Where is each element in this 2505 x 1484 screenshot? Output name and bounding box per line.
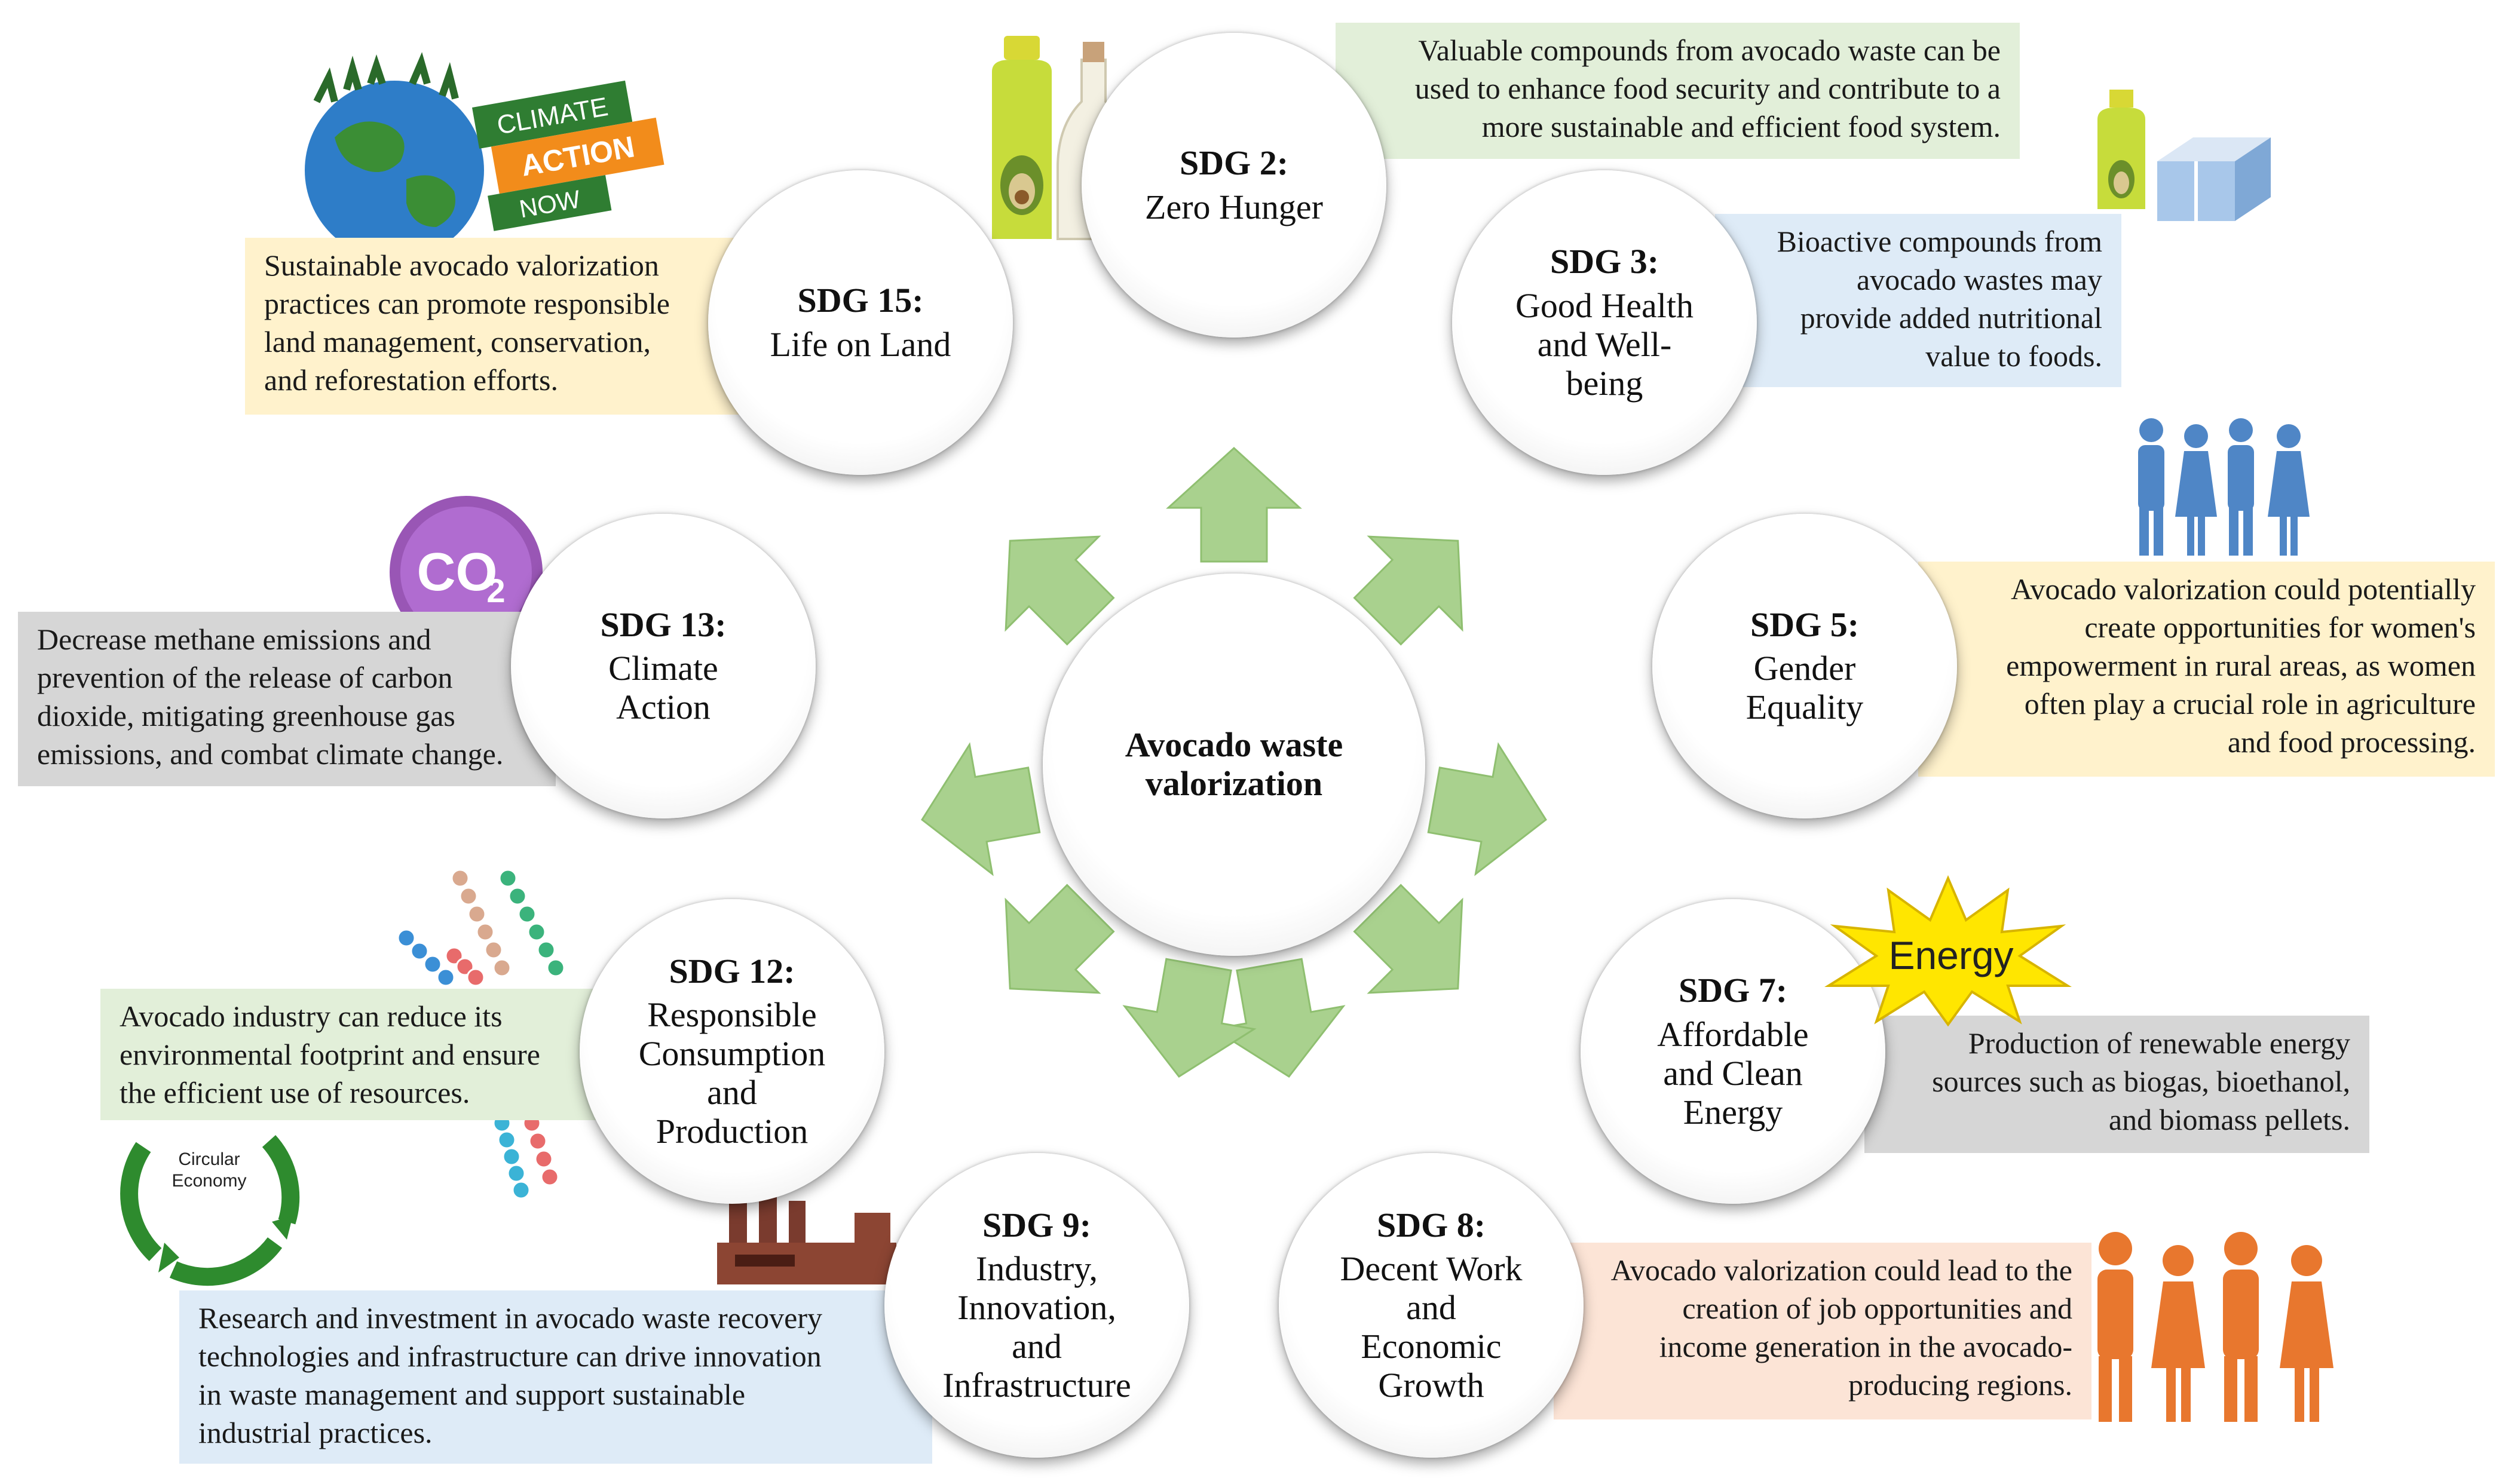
molecule-bead — [498, 869, 517, 888]
molecule-bead — [455, 957, 474, 976]
sdg7-title: SDG 7: — [1678, 971, 1788, 1010]
workers-group-icon — [2097, 1232, 2333, 1422]
arrow-8 — [921, 742, 1041, 876]
molecule-bead — [540, 1167, 559, 1186]
molecule-bead — [467, 904, 486, 924]
molecule-bead — [397, 928, 416, 948]
sdg12-note: Avocado industry can reduce its environm… — [100, 989, 602, 1120]
molecule-bead — [517, 904, 537, 924]
sdg3-node: SDG 3: Good Health and Well- being — [1452, 170, 1757, 475]
arrow-1 — [1166, 446, 1302, 563]
sdg15-node: SDG 15: Life on Land — [708, 170, 1013, 475]
molecule-bead — [445, 946, 464, 965]
energy-burst-icon: Energy — [1824, 875, 2072, 1027]
arrow-3 — [1427, 742, 1547, 876]
molecule-bead — [484, 940, 503, 959]
molecule-bead — [512, 1181, 531, 1200]
sdg13-note: Decrease methane emissions and preventio… — [18, 612, 556, 786]
arrow-4 — [1353, 884, 1463, 994]
molecule-bead — [423, 955, 442, 974]
molecule-bead — [502, 1147, 521, 1166]
sdg3-title: SDG 3: — [1549, 242, 1659, 281]
sdg9-node: SDG 9: Industry, Innovation, and Infrast… — [884, 1153, 1189, 1458]
sdg5-name: Gender Equality — [1745, 649, 1864, 727]
arrow-6 — [1122, 958, 1257, 1078]
sdg5-note: Avocado valorization could potentially c… — [1918, 562, 2495, 777]
sdg8-node: SDG 8: Decent Work and Economic Growth — [1279, 1153, 1584, 1458]
globe-climate-icon: CLIMATE ACTION NOW — [305, 52, 664, 260]
molecule-bead — [492, 958, 512, 977]
sdg13-title: SDG 13: — [600, 605, 727, 644]
sdg2-name: Zero Hunger — [1145, 187, 1323, 226]
sdg2-note: Valuable compounds from avocado waste ca… — [1336, 23, 2020, 159]
molecule-bead — [451, 869, 470, 888]
sdg13-name: Climate Action — [608, 649, 718, 727]
arrow-2 — [1353, 535, 1463, 646]
sdg7-node: SDG 7: Affordable and Clean Energy — [1581, 899, 1885, 1204]
sdg12-title: SDG 12: — [669, 951, 795, 991]
arrow-9 — [1005, 535, 1115, 646]
molecule-bead — [528, 1132, 547, 1151]
center-label: Avocado waste valorization — [1125, 725, 1343, 803]
sdg3-name: Good Health and Well- being — [1515, 286, 1694, 403]
factory-icon — [717, 1183, 896, 1284]
molecule-bead — [466, 968, 485, 987]
molecule-bead — [507, 1164, 526, 1183]
arrow-7 — [1005, 884, 1115, 994]
co2-label: CO — [417, 542, 498, 602]
sdg12-node: SDG 12: Responsible Consumption and Prod… — [580, 899, 884, 1204]
sdg8-note: Avocado valorization could lead to the c… — [1554, 1243, 2091, 1419]
molecule-bead — [537, 940, 556, 959]
molecule-bead — [497, 1130, 516, 1149]
sdg9-name: Industry, Innovation, and Infrastructure — [942, 1249, 1131, 1405]
sdg8-title: SDG 8: — [1376, 1205, 1486, 1244]
co2-icon: CO 2 — [390, 496, 543, 649]
sdg15-name: Life on Land — [770, 324, 951, 364]
molecule-bead — [508, 887, 527, 906]
molecule-bead — [459, 887, 478, 906]
sdg9-note: Research and investment in avocado waste… — [179, 1290, 932, 1464]
molecule-bead — [546, 958, 565, 977]
sdg2-title: SDG 2: — [1179, 143, 1289, 183]
molecule-bead — [527, 922, 546, 942]
molecule-bead — [410, 942, 429, 961]
sdg15-note: Sustainable avocado valorization practic… — [245, 238, 765, 415]
sdg7-name: Affordable and Clean Energy — [1657, 1014, 1809, 1132]
people-group-icon — [2138, 418, 2310, 556]
sdg13-node: SDG 13: Climate Action — [511, 514, 816, 818]
sdg7-note: Production of renewable energy sources s… — [1864, 1016, 2369, 1153]
molecule-bead — [534, 1149, 553, 1169]
center-node: Avocado waste valorization — [1043, 574, 1425, 956]
arrow-5 — [1211, 958, 1346, 1078]
sdg5-node: SDG 5: Gender Equality — [1652, 514, 1957, 818]
sdg2-node: SDG 2: Zero Hunger — [1082, 33, 1386, 338]
sdg3-note: Bioactive compounds from avocado wastes … — [1715, 214, 2121, 387]
sdg15-title: SDG 15: — [797, 281, 924, 320]
sdg5-title: SDG 5: — [1750, 605, 1860, 644]
sdg9-title: SDG 9: — [982, 1205, 1092, 1244]
co2-subscript: 2 — [486, 572, 505, 609]
molecule-bead — [436, 968, 455, 987]
energy-label: Energy — [1888, 933, 2013, 977]
sdg8-name: Decent Work and Economic Growth — [1340, 1249, 1523, 1405]
sdg12-name: Responsible Consumption and Production — [638, 995, 826, 1151]
molecule-bead — [476, 922, 495, 942]
yogurt-bottle-icon — [2097, 90, 2271, 221]
